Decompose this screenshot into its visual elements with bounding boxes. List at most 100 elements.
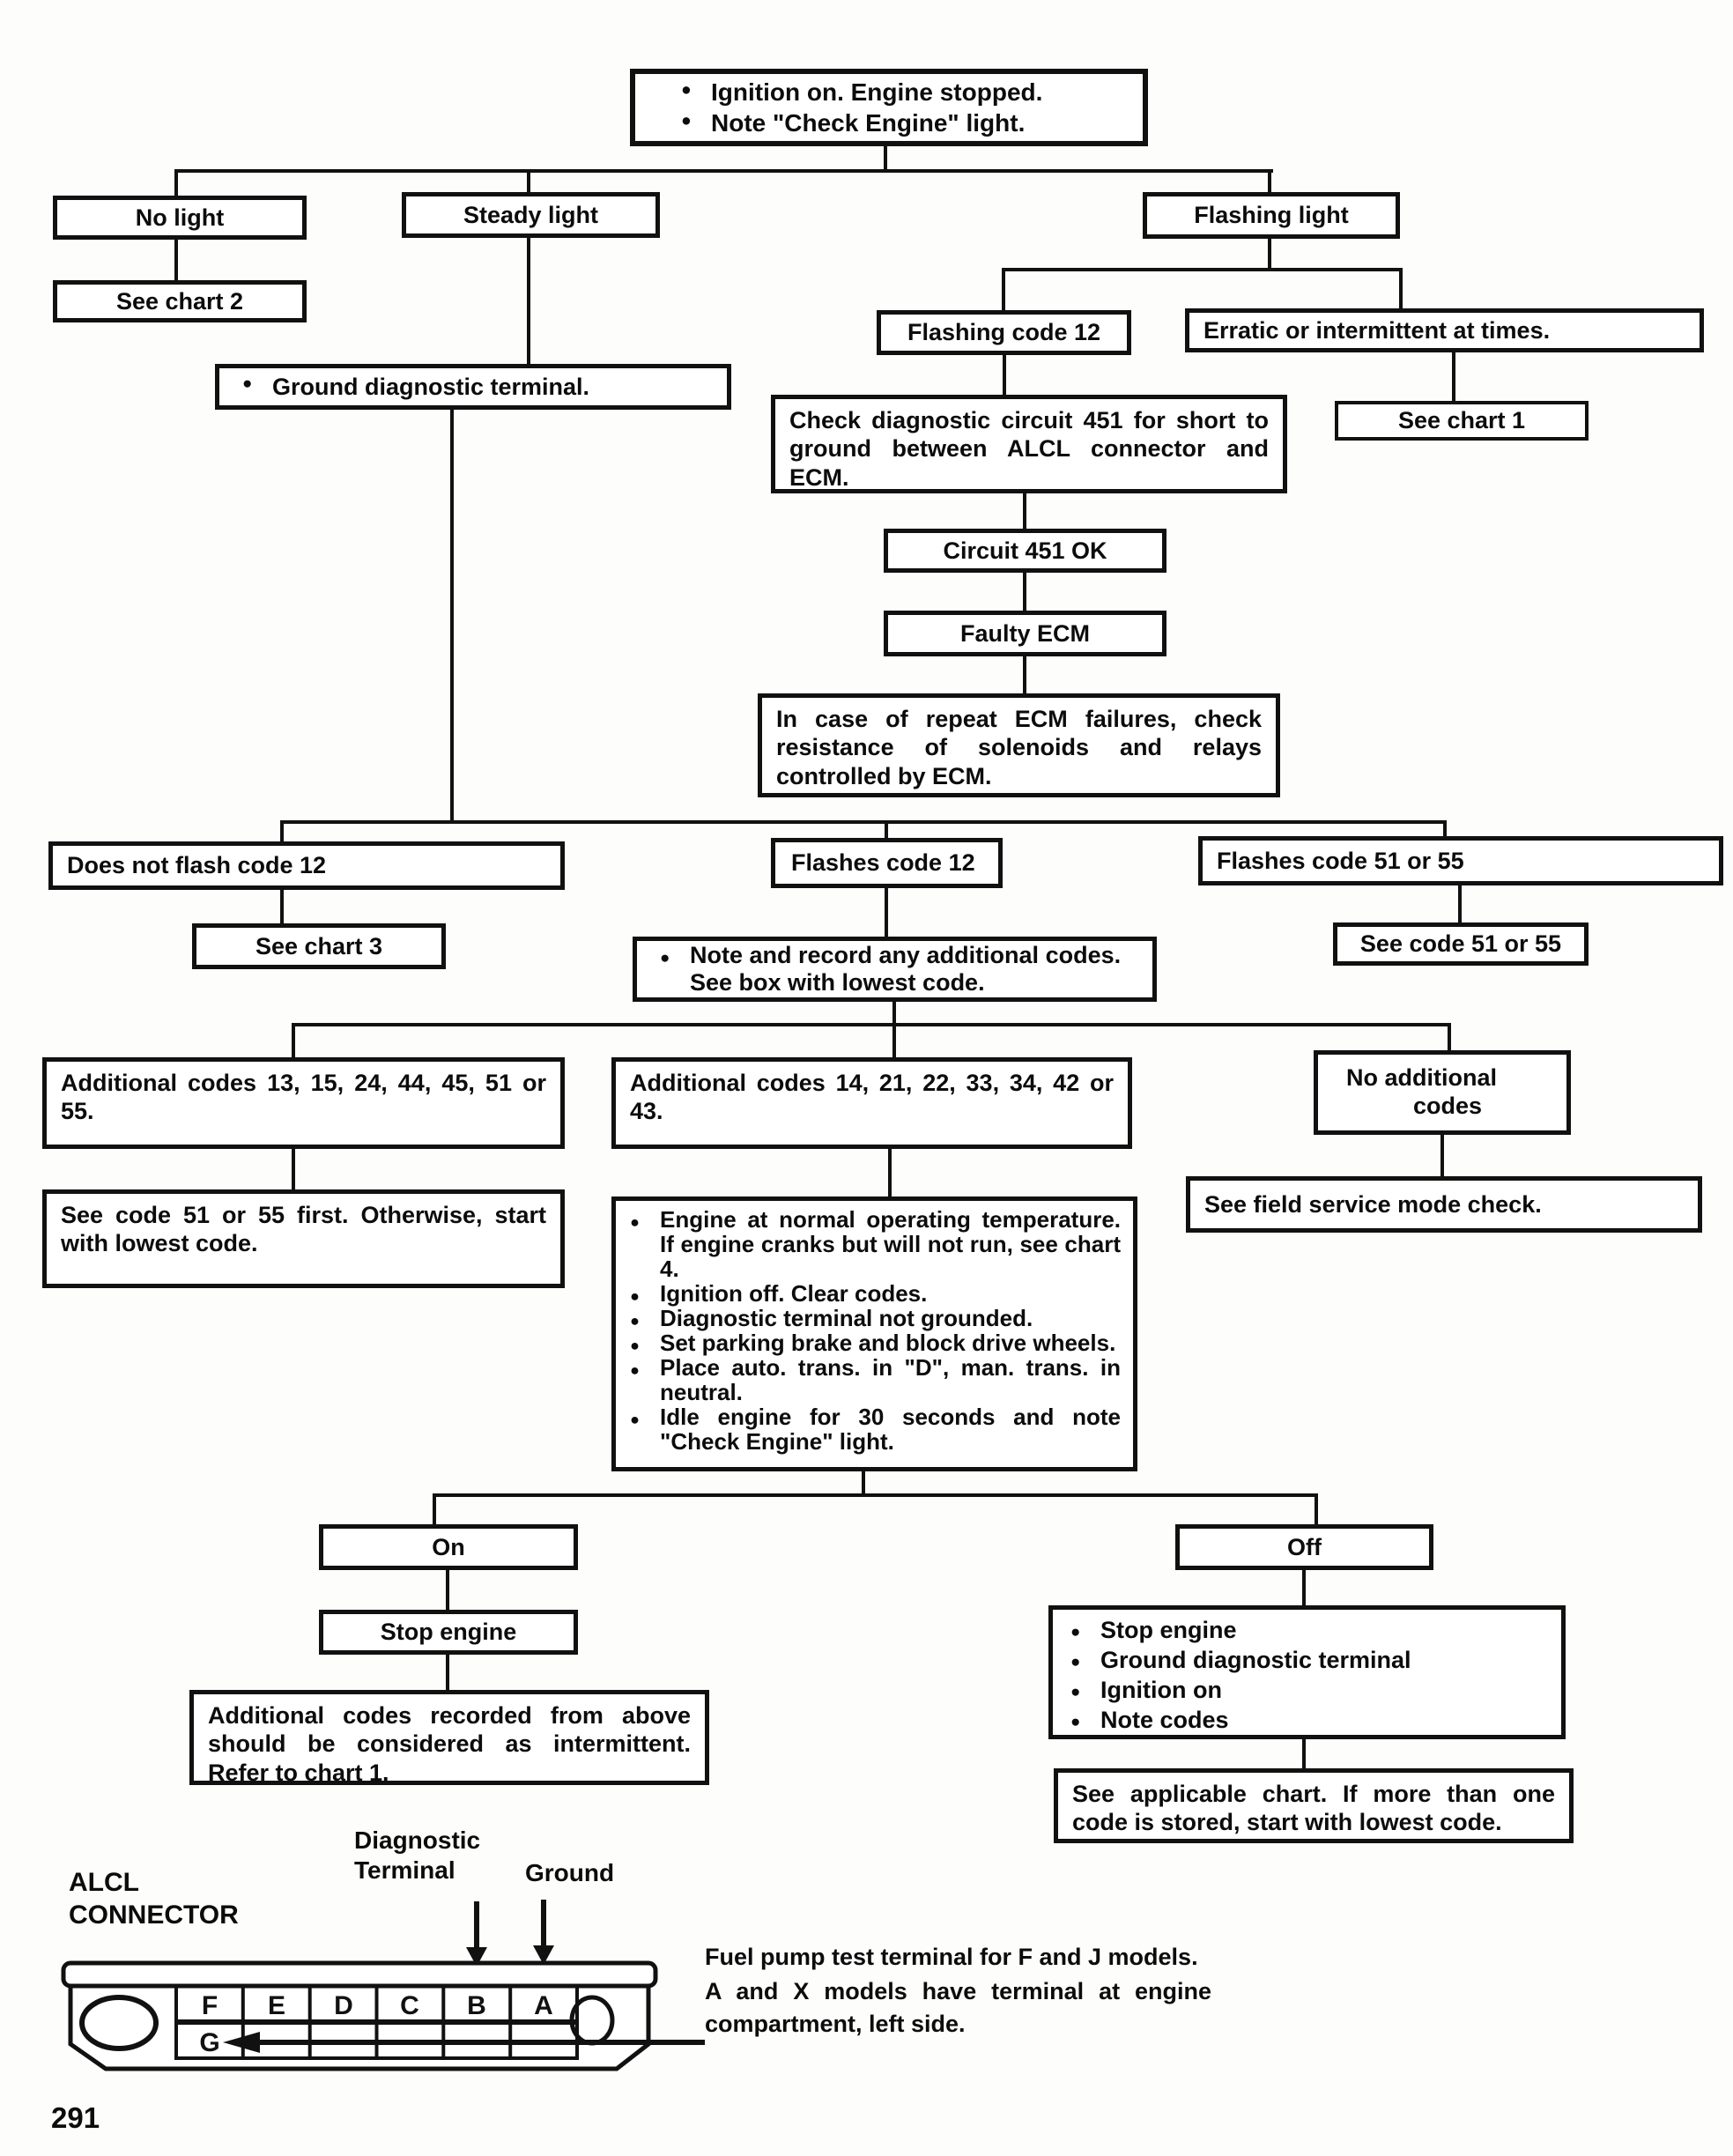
bullet-item: Set parking brake and block drive wheels… xyxy=(619,1330,1126,1358)
check-circuit-451-text: Check diagnostic circuit 451 for short t… xyxy=(789,407,1269,491)
flow-line xyxy=(892,1000,896,1026)
flow-line xyxy=(292,1147,295,1192)
flow-line xyxy=(1302,1568,1306,1608)
see-chart-2-label: See chart 2 xyxy=(115,287,244,315)
off-steps-bullet-list: Stop engineGround diagnostic terminalIgn… xyxy=(1060,1615,1554,1735)
bullet-item: Engine at normal operating temperature. … xyxy=(619,1207,1126,1281)
steady-light-box: Steady light xyxy=(402,192,660,238)
intermittent-box: Additional codes recorded from above sho… xyxy=(189,1690,709,1785)
diagnostic-terminal-line2: Terminal xyxy=(354,1856,455,1884)
additional-codes-a-box: Additional codes 13, 15, 24, 44, 45, 51 … xyxy=(42,1057,565,1149)
terminal-E: E xyxy=(268,1991,285,2020)
flow-line xyxy=(433,1493,1318,1497)
see-chart-1-label: See chart 1 xyxy=(1397,407,1526,434)
no-light-box: No light xyxy=(53,196,307,240)
ground-diagnostic-terminal-box: Ground diagnostic terminal. xyxy=(215,364,731,410)
steady-light-label: Steady light xyxy=(463,201,599,228)
additional-codes-a-text: Additional codes 13, 15, 24, 44, 45, 51 … xyxy=(61,1070,546,1125)
bullet-item: Note "Check Engine" light. xyxy=(670,107,1042,138)
flow-line xyxy=(1443,820,1447,839)
flow-line xyxy=(1023,655,1026,696)
flashes-code-12-box: Flashes code 12 xyxy=(771,838,1003,888)
stop-engine-box: Stop engine xyxy=(319,1610,578,1655)
stop-engine-label: Stop engine xyxy=(380,1619,517,1646)
off-steps-box: Stop engineGround diagnostic terminalIgn… xyxy=(1048,1605,1566,1739)
faulty-ecm-label: Faulty ECM xyxy=(959,619,1090,647)
flow-line xyxy=(1023,571,1026,613)
flow-line xyxy=(862,1468,865,1495)
flow-line xyxy=(1302,1737,1306,1771)
see-code-51-55-label: See code 51 or 55 xyxy=(1359,930,1562,958)
bullet-item: Place auto. trans. in "D", man. trans. i… xyxy=(619,1355,1126,1404)
ground-label: Ground xyxy=(525,1859,615,1886)
flashing-light-box: Flashing light xyxy=(1143,192,1400,239)
off-box: Off xyxy=(1175,1524,1433,1570)
erratic-label: Erratic or intermittent at times. xyxy=(1203,316,1551,344)
flashes-51-55-label: Flashes code 51 or 55 xyxy=(1217,847,1464,874)
page-number: 291 xyxy=(51,2101,100,2134)
bullet-item: Ignition on. Engine stopped. xyxy=(670,77,1042,107)
flashes-code-12-label: Flashes code 12 xyxy=(791,849,975,877)
bullet-item: Idle engine for 30 seconds and note "Che… xyxy=(619,1404,1126,1454)
does-not-flash-label: Does not flash code 12 xyxy=(67,852,327,879)
bullet-item: Note and record any additional codes. Se… xyxy=(649,942,1142,997)
circuit-451-ok-label: Circuit 451 OK xyxy=(943,537,1107,564)
faulty-ecm-box: Faulty ECM xyxy=(884,611,1166,656)
mounting-hole-left xyxy=(79,1995,159,2051)
flow-line xyxy=(527,234,530,366)
alcl-connector-drawing: F E D C B A G xyxy=(61,1900,705,2071)
flow-line xyxy=(174,169,178,197)
flow-line xyxy=(1002,268,1005,312)
flow-line xyxy=(1448,1023,1451,1053)
alcl-connector-title: ALCL CONNECTOR xyxy=(69,1866,239,1931)
no-additional-line1: No additional xyxy=(1346,1064,1497,1091)
bullet-item: Stop engine xyxy=(1060,1615,1554,1648)
on-label: On xyxy=(432,1533,465,1560)
flow-line xyxy=(892,1023,896,1060)
connector-note: Fuel pump test terminal for F and J mode… xyxy=(705,1941,1211,2042)
note-record-bullet-list: Note and record any additional codes. Se… xyxy=(649,942,1142,997)
does-not-flash-box: Does not flash code 12 xyxy=(48,841,565,890)
flashing-light-label: Flashing light xyxy=(1194,202,1349,229)
flow-line xyxy=(1399,268,1403,310)
terminal-grid xyxy=(174,1984,579,2060)
ground-arrow xyxy=(533,1900,554,1965)
flow-line xyxy=(280,820,1447,824)
connector-note-1: Fuel pump test terminal for F and J mode… xyxy=(705,1944,1198,1970)
flow-line xyxy=(446,1568,449,1612)
flow-line xyxy=(1003,353,1006,397)
connector-flange xyxy=(61,1960,658,1989)
flow-line xyxy=(1452,351,1455,404)
prep-steps-bullet-list: Engine at normal operating temperature. … xyxy=(619,1207,1126,1454)
start-bullet-list: Ignition on. Engine stopped.Note "Check … xyxy=(670,77,1042,138)
circuit-451-ok-box: Circuit 451 OK xyxy=(884,529,1166,573)
bullet-item: Ground diagnostic terminal xyxy=(1060,1645,1554,1678)
see-applicable-chart-box: See applicable chart. If more than one c… xyxy=(1054,1768,1574,1843)
start-box: Ignition on. Engine stopped.Note "Check … xyxy=(630,69,1148,146)
ground-bullet-list: Ground diagnostic terminal. xyxy=(232,373,589,401)
flow-line xyxy=(1440,1133,1444,1179)
flow-line xyxy=(888,1147,892,1199)
flow-line xyxy=(885,820,888,841)
alcl-title-line2: CONNECTOR xyxy=(69,1900,239,1930)
flow-line xyxy=(292,1023,295,1060)
no-additional-line2: codes xyxy=(1413,1093,1483,1120)
no-additional-codes-box: No additional codes xyxy=(1314,1050,1571,1135)
diagnostic-terminal-label: Diagnostic Terminal xyxy=(354,1826,480,1886)
see-code-first-text: See code 51 or 55 first. Otherwise, star… xyxy=(61,1202,546,1257)
alcl-title-line1: ALCL xyxy=(69,1868,139,1897)
flashing-code-12-label: Flashing code 12 xyxy=(907,319,1101,346)
flow-line xyxy=(174,236,178,282)
bullet-item: Ignition off. Clear codes. xyxy=(619,1281,1126,1308)
prep-steps-box: Engine at normal operating temperature. … xyxy=(611,1197,1137,1471)
flow-line xyxy=(885,886,888,939)
check-circuit-451-box: Check diagnostic circuit 451 for short t… xyxy=(771,395,1287,493)
flow-line xyxy=(1002,268,1403,271)
on-box: On xyxy=(319,1524,578,1570)
repeat-ecm-failures-box: In case of repeat ECM failures, check re… xyxy=(758,693,1280,797)
bullet-item: Ignition on xyxy=(1060,1675,1554,1708)
flow-line xyxy=(280,820,284,844)
flow-line xyxy=(433,1493,436,1527)
flow-line xyxy=(1023,492,1026,531)
